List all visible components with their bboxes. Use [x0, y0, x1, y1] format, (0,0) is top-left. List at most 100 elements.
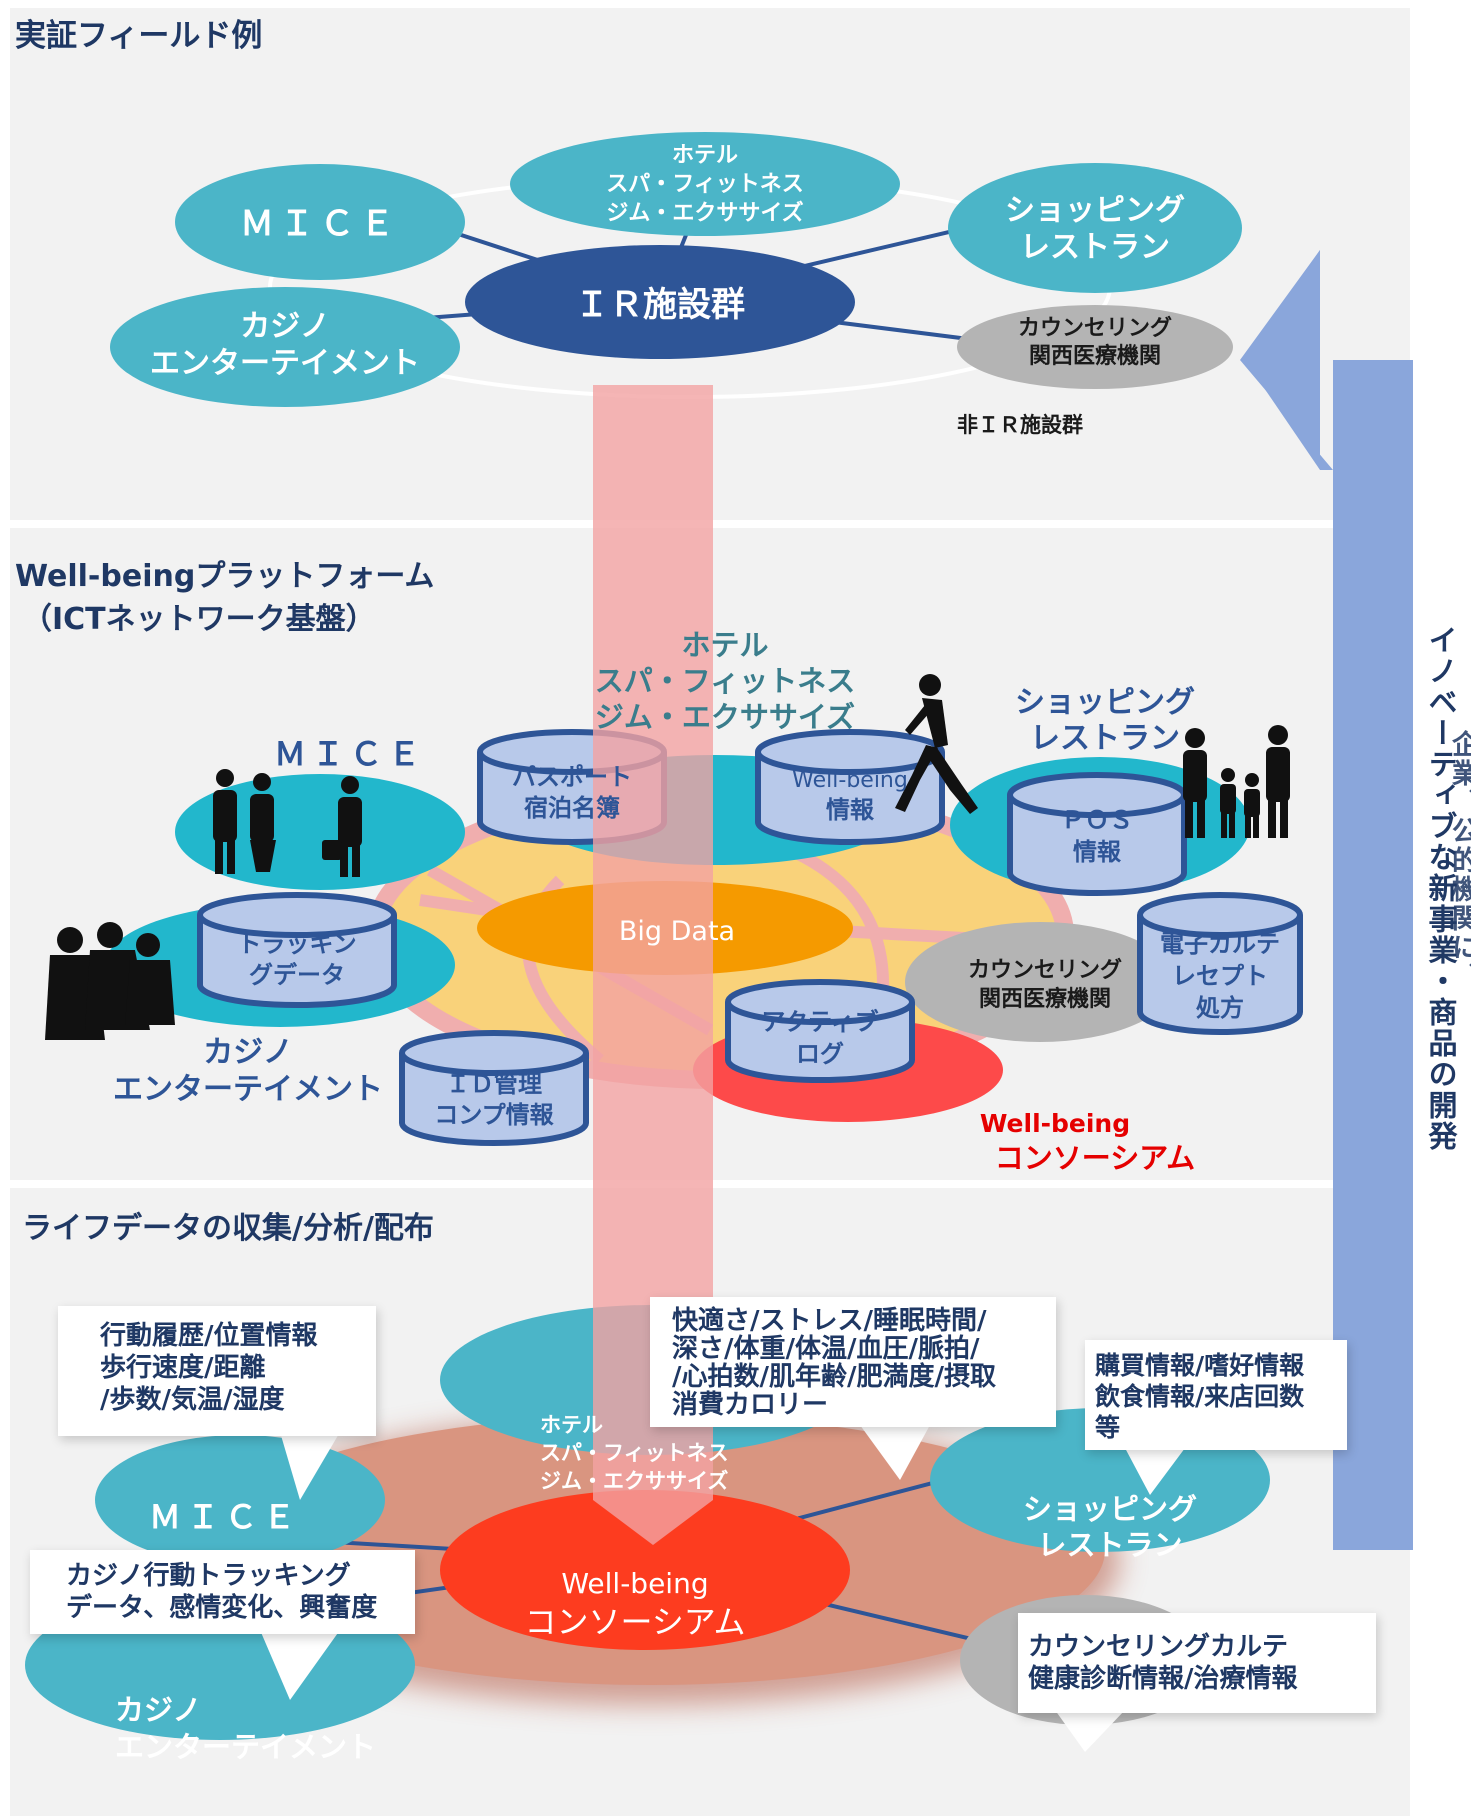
db-active [725, 979, 915, 1083]
callout-counseling: カウンセリングカルテ 健康診断情報/治療情報 [1018, 1613, 1376, 1713]
db-id [399, 1030, 589, 1146]
innovation-arrow-partial-label: 企業、公的機関に、 [1447, 730, 1471, 991]
callout-mice-line: 歩行速度/距離 [100, 1353, 266, 1383]
lifedata-hotel-line3: ジム・エクササイズ [540, 1469, 728, 1493]
db-active-line1: アクティブ [761, 1008, 878, 1036]
platform-counseling-node [905, 922, 1175, 1042]
family-silhouette-icon [1183, 725, 1290, 838]
field-counseling-line1: カウンセリング [1018, 315, 1172, 341]
callout-hotel-line: 深さ/体重/体温/血圧/脈拍/ [672, 1334, 980, 1364]
runner-silhouette-icon [895, 674, 978, 814]
lifedata-shopping-line1: ショッピング [1023, 1492, 1197, 1526]
db-wellbeing-line1: Well-being [792, 768, 908, 793]
db-pos [1007, 772, 1187, 896]
platform-mice-label: ＭＩＣＥ [274, 735, 426, 773]
field-casino-line2: エンターテイメント [150, 346, 420, 381]
callout-counseling-line: 健康診断情報/治療情報 [1028, 1664, 1298, 1694]
callout-counseling-tail [1055, 1710, 1125, 1752]
db-id-line1: ＩＤ管理 [446, 1070, 542, 1098]
db-pos-line2: 情報 [1073, 838, 1122, 866]
db-id-line2: コンプ情報 [434, 1101, 554, 1129]
callout-shopping-tail [1125, 1448, 1185, 1495]
db-tracking-line2: グデータ [249, 961, 345, 989]
callout-casino-line: データ、感情変化、興奮度 [66, 1593, 378, 1623]
db-tracking-line1: トラッキン [237, 930, 356, 958]
callout-shopping-line: 購買情報/嗜好情報 [1095, 1351, 1305, 1380]
field-shopping-line1: ショッピング [1005, 193, 1185, 228]
db-wellbeing [755, 729, 945, 845]
business-people-silhouette-icon [213, 769, 362, 877]
section-platform-heading-line2: （ICTネットワーク基盤） [22, 602, 376, 637]
callout-mice-tail [280, 1432, 340, 1500]
callout-casino: カジノ行動トラッキング データ、感情変化、興奮度 [30, 1550, 415, 1634]
group-silhouette-icon [45, 922, 175, 1040]
field-casino-node [110, 287, 460, 407]
section-field-heading: 実証フィールド例 [15, 18, 263, 54]
callout-hotel: 快適さ/ストレス/睡眠時間/ 深さ/体重/体温/血圧/脈拍/ /心拍数/肌年齢/… [650, 1297, 1056, 1427]
field-shopping-line2: レストラン [1020, 230, 1170, 265]
field-hotel-node [510, 132, 900, 236]
callout-counseling-line: カウンセリングカルテ [1028, 1632, 1289, 1662]
big-data-label: Big Data [619, 916, 735, 947]
lifedata-hotel-line1: ホテル [540, 1413, 603, 1437]
innovation-arrow-head [1245, 250, 1320, 470]
callout-shopping-line: 等 [1095, 1413, 1121, 1442]
non-ir-label: 非ＩＲ施設群 [957, 413, 1083, 437]
platform-mice-node [175, 774, 465, 890]
field-hotel-line3: ジム・エクササイズ [606, 200, 803, 226]
db-wellbeing-line2: 情報 [826, 796, 875, 824]
field-hotel-line2: スパ・フィットネス [606, 172, 804, 197]
platform-hotel-line3: ジム・エクササイズ [595, 700, 855, 734]
field-shopping-node [948, 163, 1242, 293]
db-pos-line1: ＰＯＳ [1061, 806, 1133, 834]
callout-mice-line: 行動履歴/位置情報 [100, 1321, 318, 1351]
callout-hotel-line: 消費カロリー [672, 1390, 829, 1420]
platform-counseling-line2: 関西医療機関 [979, 986, 1111, 1012]
innovation-arrow-label: イノベーティブな新事業・商品の開発 [1424, 625, 1458, 1152]
platform-casino-line1: カジノ [203, 1035, 292, 1070]
field-casino-line1: カジノ [240, 309, 329, 344]
lifedata-mice-label: ＭＩＣＥ [149, 1498, 301, 1536]
db-ehr-line3: 処方 [1196, 994, 1244, 1022]
db-ehr-line1: 電子カルテ [1160, 930, 1280, 958]
platform-shopping-line2: レストラン [1030, 721, 1180, 756]
callout-mice: 行動履歴/位置情報 歩行速度/距離 /歩数/気温/湿度 [58, 1306, 376, 1436]
platform-counseling-line1: カウンセリング [968, 957, 1122, 983]
db-tracking [197, 892, 397, 1008]
field-counseling-node [957, 305, 1233, 389]
data-flow-pillar-tip [593, 1500, 713, 1545]
callout-hotel-line: 快適さ/ストレス/睡眠時間/ [672, 1306, 987, 1336]
db-ehr-line2: レセプト [1172, 962, 1268, 990]
platform-hotel-line1: ホテル [681, 628, 768, 662]
callout-casino-tail [260, 1630, 340, 1700]
field-counseling-line2: 関西医療機関 [1029, 343, 1161, 369]
lifedata-consortium-line1: Well-being [561, 1567, 708, 1600]
platform-shopping-line1: ショッピング [1015, 685, 1195, 720]
field-mice-node [175, 164, 465, 280]
lifedata-casino-line1: カジノ [115, 1693, 201, 1727]
callout-shopping-line: 飲食情報/来店回数 [1095, 1382, 1305, 1411]
callout-hotel-line: /心拍数/肌年齢/肥満度/摂取 [672, 1362, 996, 1392]
field-ir-center-node [465, 245, 855, 359]
callout-mice-line: /歩数/気温/湿度 [100, 1385, 285, 1415]
lifedata-casino-line2: エンターテイメント [115, 1730, 376, 1764]
platform-casino-line2: エンターテイメント [113, 1072, 383, 1107]
lifedata-consortium-node [440, 1490, 850, 1650]
lifedata-shopping-line2: レストラン [1037, 1528, 1182, 1562]
platform-consortium-line1: Well-being [980, 1109, 1130, 1138]
db-ehr [1137, 892, 1303, 1035]
db-passport-line1: パスポート [512, 763, 632, 791]
lifedata-consortium-line2: コンソーシアム [524, 1603, 745, 1641]
field-mice-label: ＭＩＣＥ [240, 204, 400, 244]
callout-shopping: 購買情報/嗜好情報 飲食情報/来店回数 等 [1085, 1340, 1347, 1450]
callout-casino-line: カジノ行動トラッキング [66, 1561, 351, 1591]
section-platform-heading-line1: Well-beingプラットフォーム [15, 559, 435, 594]
field-hotel-line1: ホテル [672, 143, 738, 168]
section-lifedata-heading: ライフデータの収集/分析/配布 [22, 1211, 434, 1246]
callout-hotel-tail [860, 1425, 930, 1480]
platform-consortium-line2: コンソーシアム [995, 1141, 1195, 1175]
lifedata-hotel-line2: スパ・フィットネス [540, 1441, 729, 1465]
db-active-line2: ログ [796, 1040, 844, 1068]
field-ir-center-label: ＩＲ施設群 [575, 285, 745, 325]
